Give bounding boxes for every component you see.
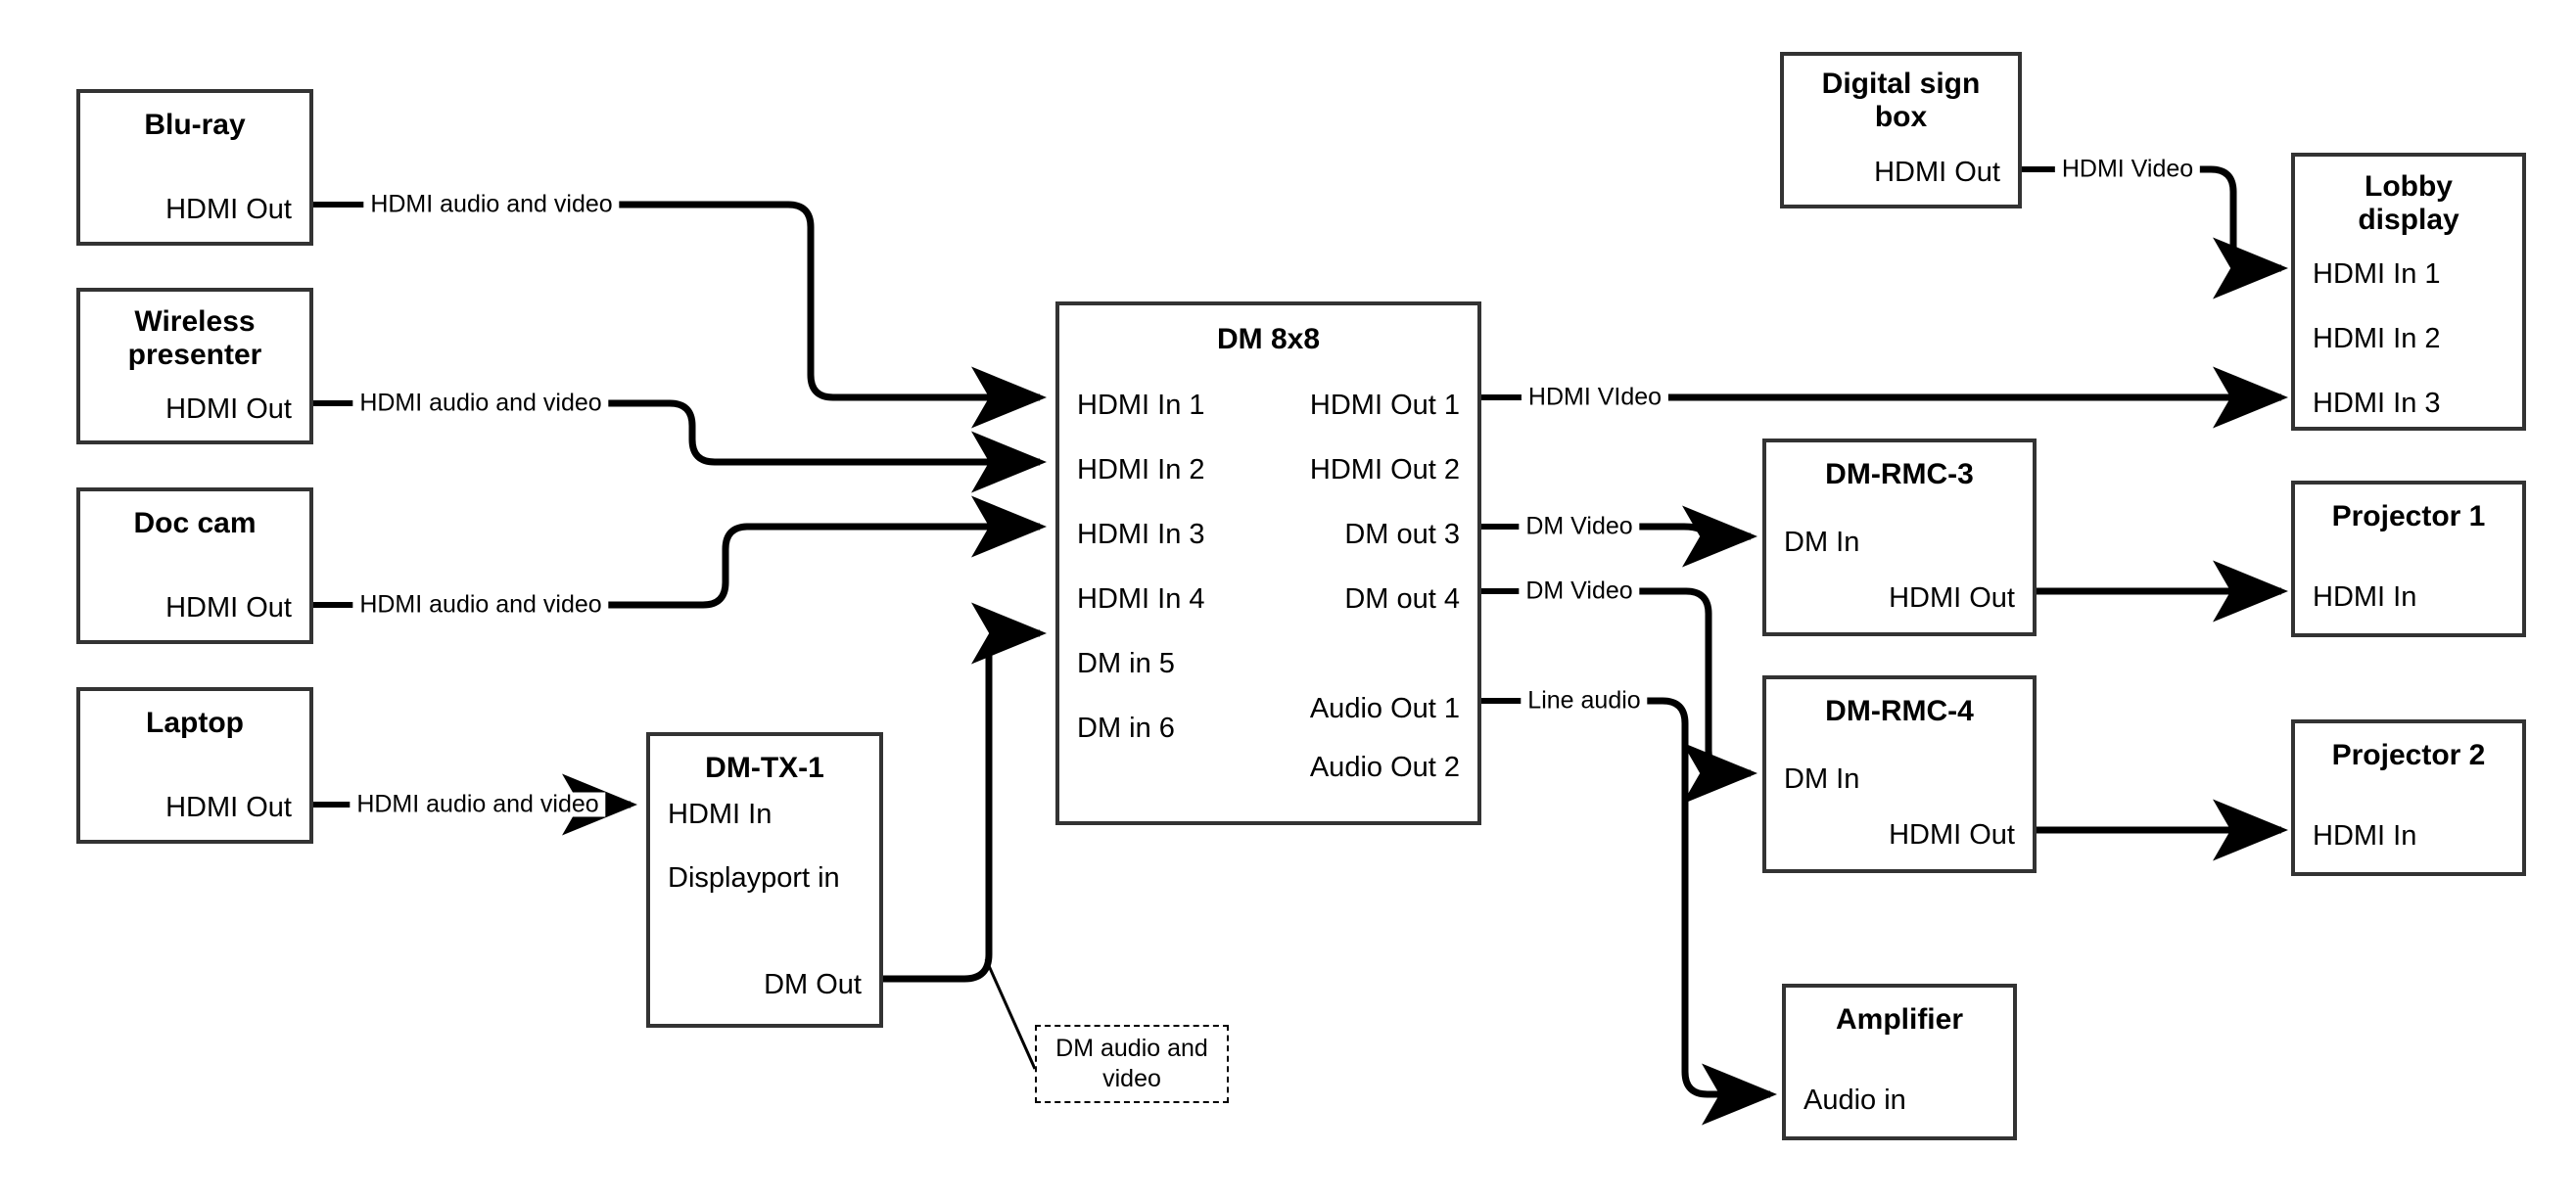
node-title: Lobby display xyxy=(2358,170,2459,236)
wire-signbox-to-lobby-in1 xyxy=(2190,165,2288,300)
port-dm-in-6: DM in 6 xyxy=(1077,713,1175,744)
port-dm-in: DM In xyxy=(1784,527,1860,558)
node-dm-rmc-3[interactable]: DM-RMC-3 DM In HDMI Out xyxy=(1762,439,2037,636)
node-dm-rmc-4[interactable]: DM-RMC-4 DM In HDMI Out xyxy=(1762,675,2037,873)
port-hdmi-in: HDMI In xyxy=(2313,820,2417,852)
edge-label-wireless-to-dm-in2: HDMI audio and video xyxy=(352,391,609,416)
port-audio-in: Audio in xyxy=(1803,1085,1906,1116)
port-hdmi-out: HDMI Out xyxy=(1874,157,2000,188)
port-displayport-in: Displayport in xyxy=(668,862,840,894)
node-projector-1[interactable]: Projector 1 HDMI In xyxy=(2291,481,2526,637)
node-title: Laptop xyxy=(146,707,244,739)
wire-dmout4-to-rmc4 xyxy=(1633,587,1757,805)
port-hdmi-in-2: HDMI In 2 xyxy=(1077,454,1205,485)
node-title: DM-TX-1 xyxy=(705,752,824,784)
node-doc-cam[interactable]: Doc cam HDMI Out xyxy=(76,487,313,644)
node-laptop[interactable]: Laptop HDMI Out xyxy=(76,687,313,844)
node-digital-sign-box[interactable]: Digital sign box HDMI Out xyxy=(1780,52,2022,208)
port-hdmi-in-2: HDMI In 2 xyxy=(2313,323,2441,354)
port-hdmi-in-3: HDMI In 3 xyxy=(2313,388,2441,419)
wire-audioout1-to-amp xyxy=(1643,697,1777,1126)
node-wireless-presenter[interactable]: Wireless presenter HDMI Out xyxy=(76,288,313,444)
node-title: Digital sign box xyxy=(1821,68,1981,133)
port-hdmi-in: HDMI In xyxy=(2313,581,2417,613)
annotation-dm-audio-and-video: DM audio and video xyxy=(1035,1025,1229,1103)
node-projector-2[interactable]: Projector 2 HDMI In xyxy=(2291,719,2526,876)
edge-label-dmout3-to-rmc3: DM Video xyxy=(1519,514,1640,539)
node-title: DM-RMC-4 xyxy=(1825,695,1974,727)
port-audio-out-2: Audio Out 2 xyxy=(1309,752,1460,783)
node-title: DM-RMC-3 xyxy=(1825,458,1974,490)
node-title: DM 8x8 xyxy=(1216,323,1321,355)
port-dm-out-3: DM out 3 xyxy=(1344,519,1460,550)
port-audio-out-1: Audio Out 1 xyxy=(1309,693,1460,724)
edge-label-laptop-to-dmtx1: HDMI audio and video xyxy=(350,792,606,817)
port-dm-in: DM In xyxy=(1784,763,1860,795)
node-amplifier[interactable]: Amplifier Audio in xyxy=(1782,984,2017,1140)
port-hdmi-in-1: HDMI In 1 xyxy=(1077,390,1205,421)
port-hdmi-out-1: HDMI Out 1 xyxy=(1309,390,1460,421)
port-hdmi-in-3: HDMI In 3 xyxy=(1077,519,1205,550)
node-title: Projector 2 xyxy=(2331,739,2486,771)
port-hdmi-in: HDMI In xyxy=(668,799,773,830)
node-bluray[interactable]: Blu-ray HDMI Out xyxy=(76,89,313,246)
port-hdmi-out: HDMI Out xyxy=(165,393,292,425)
node-dm-8x8[interactable]: DM 8x8 HDMI In 1 HDMI In 2 HDMI In 3 HDM… xyxy=(1055,301,1481,825)
edge-label-dmout1-to-lobby: HDMI VIdeo xyxy=(1521,385,1669,410)
edge-label-audioout1-to-amp: Line audio xyxy=(1521,688,1648,714)
node-title: Projector 1 xyxy=(2331,500,2486,532)
wire-dmout3-to-rmc3 xyxy=(1633,505,1757,568)
edge-label-bluray-to-dm-in1: HDMI audio and video xyxy=(363,192,620,217)
leader-dm-audio-video xyxy=(984,958,1037,1070)
port-dm-out: DM Out xyxy=(764,969,862,1000)
node-title: Doc cam xyxy=(133,507,257,539)
wire-doccam-to-dm-in3-b xyxy=(595,495,1047,609)
node-title: Blu-ray xyxy=(144,109,246,141)
edge-label-doccam-to-dm-in3: HDMI audio and video xyxy=(352,592,609,618)
wire-wireless-to-dm-in2-b xyxy=(597,399,1047,493)
port-hdmi-in-4: HDMI In 4 xyxy=(1077,583,1205,615)
port-hdmi-out: HDMI Out xyxy=(165,592,292,624)
port-hdmi-out: HDMI Out xyxy=(1889,582,2015,614)
node-dm-tx-1[interactable]: DM-TX-1 HDMI In Displayport in DM Out xyxy=(646,732,883,1028)
wire-bluray-to-dm-in1-b xyxy=(602,201,1047,429)
port-hdmi-out: HDMI Out xyxy=(165,792,292,823)
node-title: Amplifier xyxy=(1835,1003,1964,1036)
port-hdmi-out: HDMI Out xyxy=(165,194,292,225)
port-hdmi-out: HDMI Out xyxy=(1889,819,2015,851)
node-title: Wireless presenter xyxy=(127,305,262,371)
port-hdmi-out-2: HDMI Out 2 xyxy=(1309,454,1460,485)
port-dm-out-4: DM out 4 xyxy=(1344,583,1460,615)
port-dm-in-5: DM in 5 xyxy=(1077,648,1175,679)
edge-label-signbox-to-lobby: HDMI Video xyxy=(2054,157,2201,182)
edge-label-dmout4-to-rmc4: DM Video xyxy=(1519,578,1640,604)
wire-dmtx1-to-dm-in5 xyxy=(881,602,1047,983)
node-lobby-display[interactable]: Lobby display HDMI In 1 HDMI In 2 HDMI I… xyxy=(2291,153,2526,431)
port-hdmi-in-1: HDMI In 1 xyxy=(2313,258,2441,290)
